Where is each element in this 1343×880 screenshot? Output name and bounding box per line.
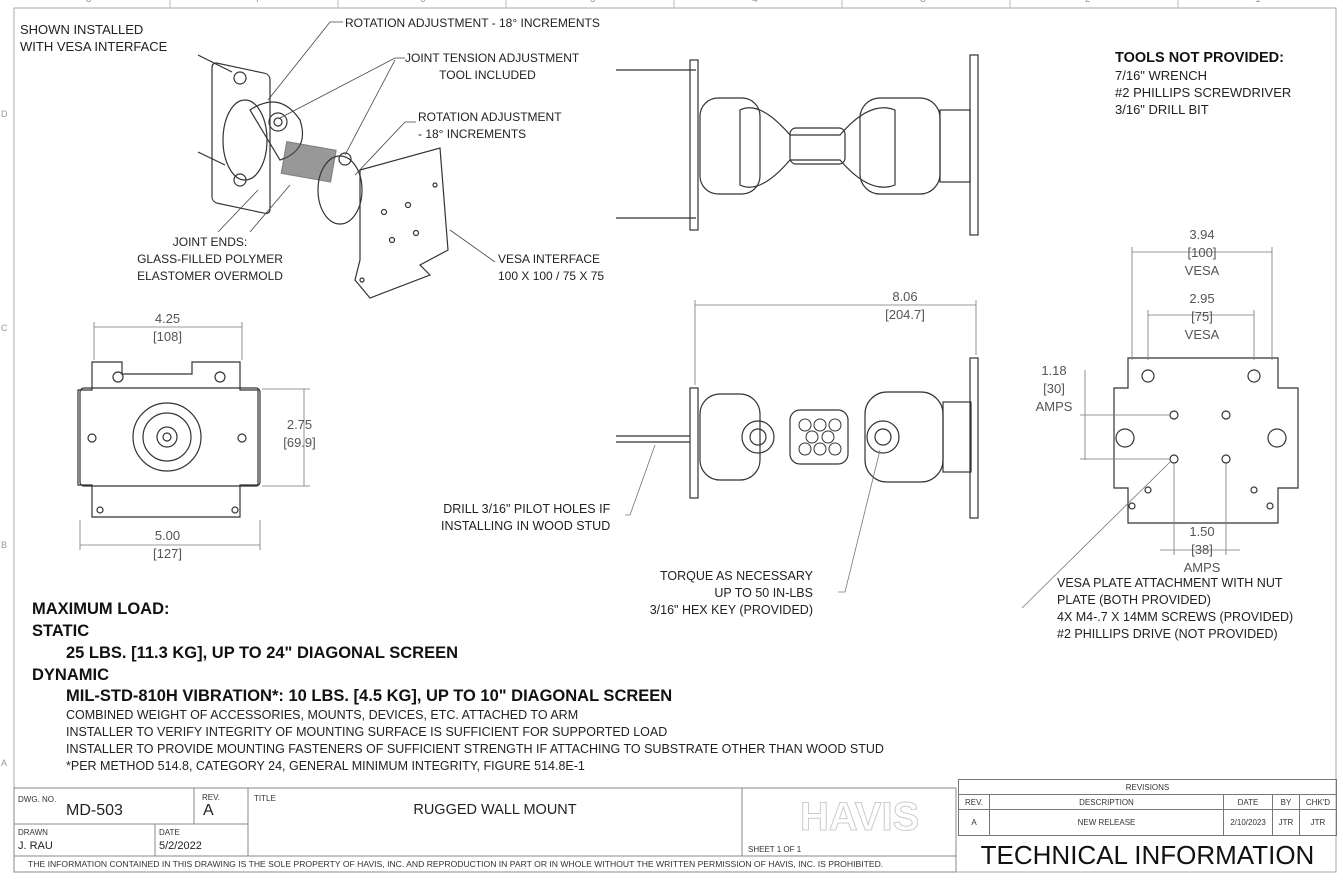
dim-length: 8.06[204.7] [885, 289, 925, 322]
zone-col-5: 5 [590, 0, 596, 8]
side-view [616, 357, 979, 519]
drawn-date: 5/2/2022 [159, 840, 202, 852]
top-view [616, 54, 979, 236]
drawn-label: DRAWN [18, 828, 48, 837]
dim-amps-vertical: 1.18[30]AMPS [1035, 363, 1073, 414]
load-dynamic-label: DYNAMIC [32, 666, 109, 684]
callout-rotation-top: ROTATION ADJUSTMENT - 18° INCREMENTS [345, 16, 600, 30]
callout-rotation-mid: ROTATION ADJUSTMENT- 18° INCREMENTS [418, 110, 562, 141]
dim-width-bottom: 5.00[127] [153, 528, 182, 561]
chkd-header: CHK'D [1299, 794, 1337, 810]
row-date: 2/10/2023 [1223, 809, 1273, 836]
zone-row-c: C [1, 323, 8, 333]
title-label: TITLE [254, 794, 276, 803]
dwg-no: MD-503 [66, 802, 123, 819]
zone-col-2: 2 [1085, 0, 1091, 8]
zone-row-a: A [1, 758, 8, 768]
tools-not-provided: TOOLS NOT PROVIDED: 7/16" WRENCH#2 PHILL… [1115, 50, 1292, 117]
date-header: DATE [1223, 794, 1273, 810]
revisions-table: REVISIONS REV. DESCRIPTION DATE BY CHK'D… [958, 779, 1337, 836]
row-by: JTR [1272, 809, 1300, 836]
sheet-number: SHEET 1 OF 1 [748, 845, 802, 854]
dwg-no-label: DWG. NO. [18, 795, 57, 804]
front-view [77, 361, 261, 518]
rev-header: REV. [958, 794, 990, 810]
load-title: MAXIMUM LOAD: [32, 600, 170, 618]
zone-row-d: D [1, 109, 8, 119]
zone-col-6: 6 [420, 0, 426, 8]
table-row: A NEW RELEASE 2/10/2023 JTR JTR [958, 809, 1337, 836]
zone-col-4: 4 [752, 0, 758, 8]
load-notes: COMBINED WEIGHT OF ACCESSORIES, MOUNTS, … [66, 708, 884, 773]
drawn-by: J. RAU [18, 840, 53, 852]
havis-logo: HAVIS [799, 795, 920, 840]
row-chkd: JTR [1299, 809, 1337, 836]
zone-col-3: 3 [920, 0, 926, 8]
vesa-plate-view [1113, 357, 1299, 524]
revisions-title: REVISIONS [958, 779, 1337, 795]
description-header: DESCRIPTION [989, 794, 1224, 810]
zone-col-1: 1 [1255, 0, 1261, 8]
row-description: NEW RELEASE [989, 809, 1224, 836]
dim-height: 2.75[69.9] [283, 417, 316, 450]
date-label: DATE [159, 828, 180, 837]
isometric-view [197, 54, 449, 299]
drawing-title: RUGGED WALL MOUNT [413, 802, 577, 818]
load-static-value: 25 LBS. [11.3 KG], UP TO 24" DIAGONAL SC… [66, 644, 459, 662]
load-static-label: STATIC [32, 622, 90, 640]
technical-information: TECHNICAL INFORMATION [980, 840, 1315, 870]
revisions-header: REV. DESCRIPTION DATE BY CHK'D [958, 794, 1337, 810]
zone-col-7: 7 [255, 0, 261, 8]
zone-row-b: B [1, 540, 8, 550]
disclaimer: THE INFORMATION CONTAINED IN THIS DRAWIN… [28, 859, 884, 869]
dim-amps-horizontal: 1.50[38]AMPS [1183, 524, 1221, 575]
rev-value: A [203, 802, 214, 819]
dim-vesa-75: 2.95[75]VESA [1184, 291, 1220, 342]
rev-label: REV. [202, 793, 220, 802]
by-header: BY [1272, 794, 1300, 810]
load-dynamic-value: MIL-STD-810H VIBRATION*: 10 LBS. [4.5 KG… [66, 687, 673, 705]
zone-col-8: 8 [86, 0, 92, 8]
dim-width-top: 4.25[108] [153, 311, 182, 344]
row-rev: A [958, 809, 990, 836]
dim-vesa-100: 3.94[100]VESA [1184, 227, 1220, 278]
